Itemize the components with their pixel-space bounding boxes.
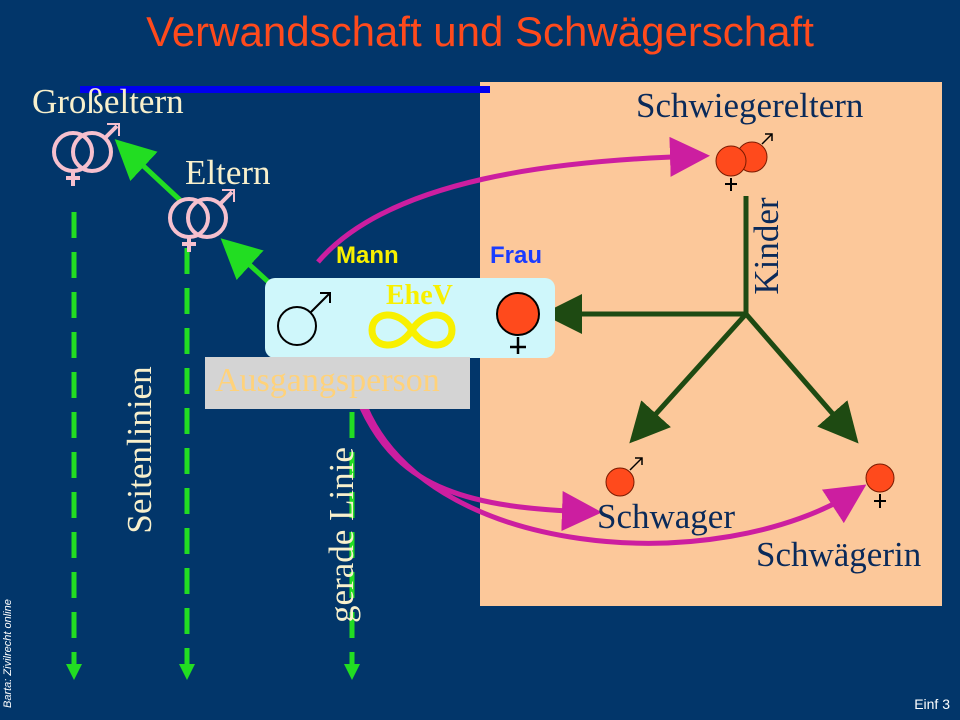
label-schwiegereltern: Schwiegereltern [636, 86, 864, 125]
frau-icon [496, 292, 540, 354]
grosseltern-male-arrowhead [107, 123, 120, 136]
schwiegereltern-couple-icon [715, 133, 773, 191]
arrow-to-schwager [629, 312, 748, 444]
label-ausgangsperson: Ausgangsperson [215, 362, 440, 399]
label-mann: Mann [336, 242, 399, 269]
arrow-eltern-to-grosseltern [114, 139, 182, 202]
collateral-arrowhead-grandparents [66, 664, 82, 680]
title-underline [80, 86, 490, 93]
slide-title: Verwandschaft und Schwägerschaft [146, 8, 814, 55]
mann-icon [277, 292, 331, 346]
label-seitenlinien: Seitenlinien [120, 366, 159, 534]
label-frau: Frau [490, 242, 543, 269]
arrow-to-schwaegerin [744, 312, 859, 444]
arrow-ego-to-schwaegerin [359, 397, 867, 546]
grosseltern-couple-icon [52, 124, 119, 186]
schwaegerin-icon [865, 463, 895, 508]
label-ehev: EheV [386, 280, 453, 311]
label-eltern: Eltern [185, 153, 271, 192]
eltern-couple-icon [168, 190, 234, 252]
slide-number: Einf 3 [914, 696, 950, 712]
label-kinder: Kinder [747, 197, 786, 295]
label-schwager: Schwager [597, 497, 736, 536]
ausgangsperson-box [205, 357, 470, 409]
source-note: Barta: Zivilrecht online [2, 599, 14, 708]
arrow-ego-to-schwager [359, 406, 602, 532]
label-grosseltern: Großeltern [32, 82, 184, 121]
arrow-ego-to-schwiegereltern [316, 136, 710, 264]
label-schwaegerin: Schwägerin [756, 535, 922, 574]
lineal-arrowhead [344, 664, 360, 680]
eltern-male-arrowhead [222, 189, 235, 202]
schwager-icon [605, 457, 643, 497]
label-gerade-linie: gerade Linie [322, 447, 361, 623]
collateral-arrowhead-parents [179, 664, 195, 680]
infinity-icon [368, 311, 456, 349]
